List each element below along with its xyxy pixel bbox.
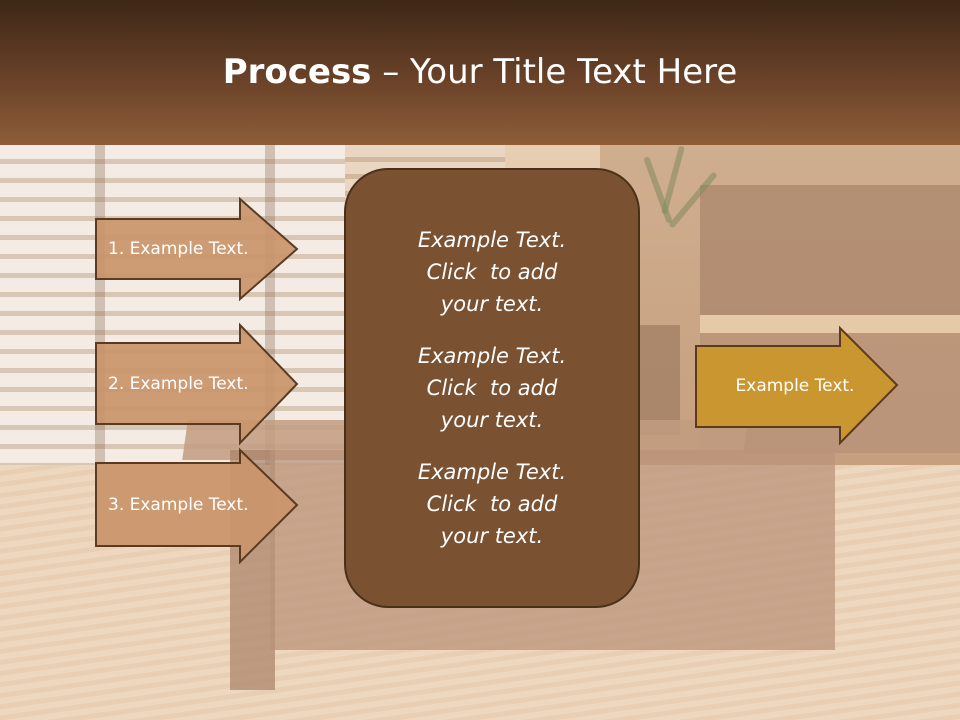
blinds-divider — [265, 145, 275, 475]
arrow-shape — [95, 447, 299, 565]
center-text-block-3[interactable]: Example Text. Click to add your text. — [418, 456, 566, 552]
plant-pot — [640, 325, 680, 435]
wall-shelf-edge — [700, 315, 960, 333]
arrow-shape — [95, 196, 299, 302]
step-label-2: 2. Example Text. — [108, 374, 249, 394]
center-text-line: your text. — [440, 408, 544, 432]
center-text-line: Click to add — [426, 376, 558, 400]
center-text-line: Click to add — [426, 260, 558, 284]
center-text-line: Example Text. — [417, 228, 567, 252]
center-text-block-2[interactable]: Example Text. Click to add your text. — [418, 340, 566, 436]
center-text-line: Example Text. — [417, 460, 567, 484]
arrow-shape — [695, 325, 899, 446]
center-content-box[interactable]: Example Text. Click to add your text. Ex… — [344, 168, 640, 608]
title-rest: – Your Title Text Here — [371, 52, 738, 92]
step-arrow-3[interactable]: 3. Example Text. — [95, 447, 299, 565]
step-label-1: 1. Example Text. — [108, 239, 249, 259]
center-text-line: Click to add — [426, 492, 558, 516]
step-arrow-2[interactable]: 2. Example Text. — [95, 322, 299, 446]
center-text-line: Example Text. — [417, 344, 567, 368]
slide-title[interactable]: Process – Your Title Text Here — [0, 52, 960, 92]
step-arrow-1[interactable]: 1. Example Text. — [95, 196, 299, 302]
arrow-shape — [95, 322, 299, 446]
blinds-divider — [95, 145, 105, 475]
title-bold: Process — [222, 52, 372, 92]
center-text-line: your text. — [440, 292, 544, 316]
step-label-3: 3. Example Text. — [108, 495, 249, 515]
center-text-block-1[interactable]: Example Text. Click to add your text. — [418, 224, 566, 320]
title-bar: Process – Your Title Text Here — [0, 0, 960, 145]
wall-shelf — [700, 185, 960, 315]
center-text-line: your text. — [440, 524, 544, 548]
output-arrow[interactable]: Example Text. — [695, 325, 899, 446]
output-label: Example Text. — [735, 376, 855, 396]
